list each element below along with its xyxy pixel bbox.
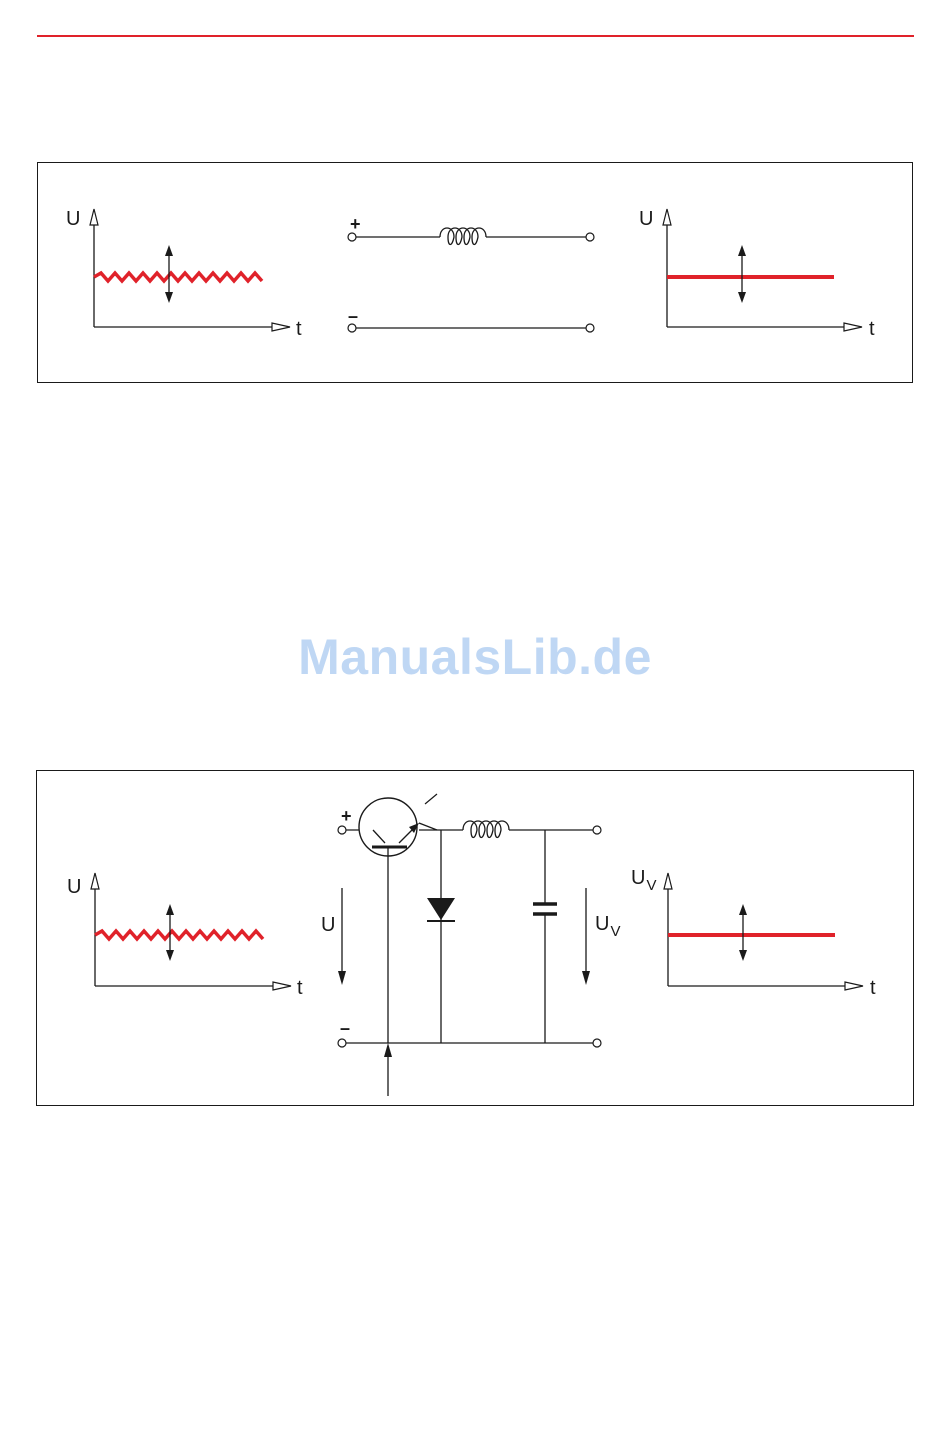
y-axis-arrow: [664, 873, 672, 889]
input-voltage-graph: U t: [67, 873, 303, 999]
input-voltage-arrow: [338, 888, 346, 985]
output-voltage-graph: U t: [639, 208, 875, 340]
y-axis-label: U: [66, 208, 80, 230]
x-axis-label: t: [296, 318, 302, 340]
plus-terminal-label: +: [350, 214, 361, 234]
figure-inductor-filter: U t + – U: [37, 162, 913, 383]
inductor-coil: [463, 821, 509, 838]
output-voltage-arrow: [582, 888, 590, 985]
rippled-voltage-trace: [95, 931, 263, 939]
x-axis-label: t: [869, 318, 875, 340]
input-voltage-graph: U t: [66, 208, 302, 340]
input-minus-terminal: [348, 324, 356, 332]
regulator-circuit: +: [321, 794, 620, 1096]
output-minus-terminal: [593, 1039, 601, 1047]
figure-switching-regulator-svg: U t +: [37, 771, 915, 1107]
watermark: ManualsLib.de: [0, 628, 950, 686]
y-axis-label: U: [639, 208, 653, 230]
figure-switching-regulator: U t +: [36, 770, 914, 1106]
filter-capacitor: [533, 830, 557, 1043]
y-axis-label: U: [67, 876, 81, 898]
x-axis-arrow: [844, 323, 862, 331]
output-voltage-label: UV: [595, 913, 620, 940]
input-plus-terminal: [338, 826, 346, 834]
inductor-circuit: + –: [348, 214, 594, 332]
y-axis-label: UV: [631, 867, 656, 894]
figure-inductor-filter-svg: U t + – U: [38, 163, 914, 384]
y-axis-arrow: [663, 209, 671, 225]
output-voltage-graph: UV t: [631, 867, 876, 999]
output-plus-terminal: [586, 233, 594, 241]
input-voltage-label: U: [321, 914, 335, 936]
minus-terminal-label: –: [348, 306, 358, 326]
plus-terminal-label: +: [341, 806, 352, 826]
voltage-level-arrow: [738, 245, 746, 303]
output-plus-terminal: [593, 826, 601, 834]
input-plus-terminal: [348, 233, 356, 241]
freewheel-diode: [427, 830, 455, 1043]
output-minus-terminal: [586, 324, 594, 332]
rippled-voltage-trace: [94, 273, 262, 281]
x-axis-arrow: [273, 982, 291, 990]
x-axis-label: t: [297, 977, 303, 999]
y-axis-arrow: [90, 209, 98, 225]
y-axis-arrow: [91, 873, 99, 889]
input-minus-terminal: [338, 1039, 346, 1047]
voltage-level-arrow: [739, 904, 747, 961]
header-rule: [37, 35, 914, 37]
inductor-coil: [440, 228, 486, 245]
x-axis-arrow: [272, 323, 290, 331]
x-axis-label: t: [870, 977, 876, 999]
minus-terminal-label: –: [340, 1018, 350, 1038]
switching-transistor: [359, 794, 437, 1043]
x-axis-arrow: [845, 982, 863, 990]
control-signal-arrow: [384, 1043, 392, 1096]
